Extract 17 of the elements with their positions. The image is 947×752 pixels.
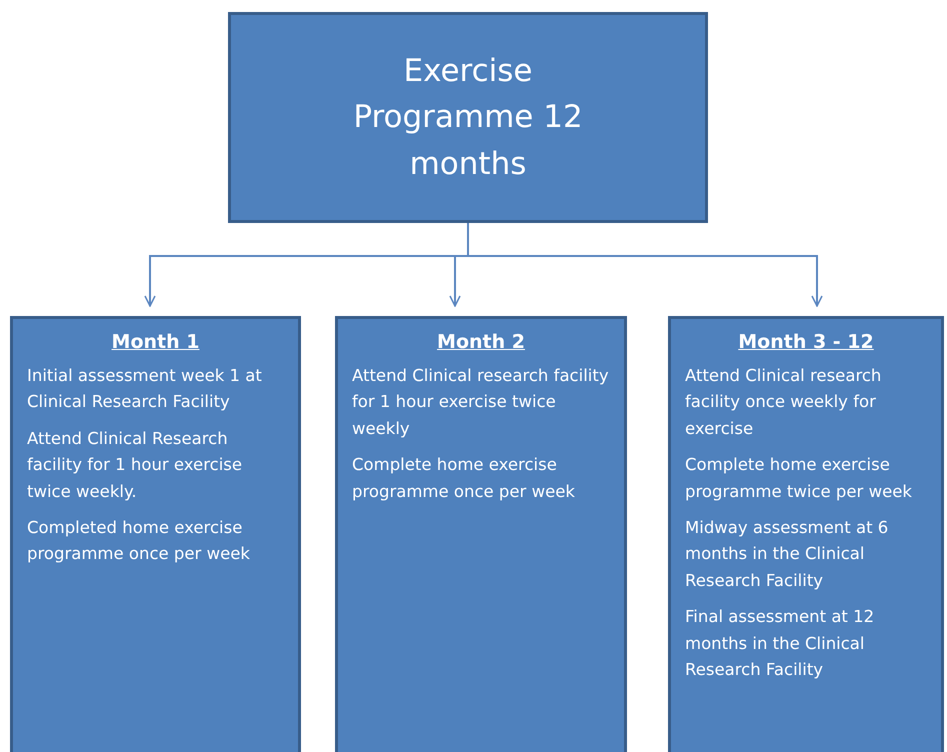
activity-text: Complete home exercise programme once per week	[352, 454, 576, 503]
activity-text: Attend Clinical Research facility for 1 hour exercise twice weekly.	[27, 428, 244, 503]
month-box	[335, 316, 627, 752]
month-heading: Month 3 - 12	[738, 331, 874, 353]
activity-text: Attend Clinical research facility once weekly for exercise	[685, 365, 882, 440]
month-box	[10, 316, 301, 752]
month-heading: Month 1	[112, 331, 200, 353]
activity-text: Attend Clinical research facility for 1 hour exercise twice weekly	[352, 365, 610, 440]
activity-text: Midway assessment at 6 months in the Clinical Research Facility	[685, 516, 890, 592]
title-box	[228, 12, 708, 223]
month-heading: Month 2	[437, 331, 525, 353]
month-box	[668, 316, 944, 752]
activity-text: Initial assessment week 1 at Clinical Research Facility	[27, 365, 263, 414]
activity-text: Completed home exercise programme once per week	[27, 516, 251, 566]
box-title: Exercise Programme 12 months	[352, 52, 584, 184]
activity-text: Final assessment at 12 months in the Clinical Research Facility	[685, 606, 876, 681]
activity-text: Complete home exercise programme twice per week	[685, 454, 913, 503]
